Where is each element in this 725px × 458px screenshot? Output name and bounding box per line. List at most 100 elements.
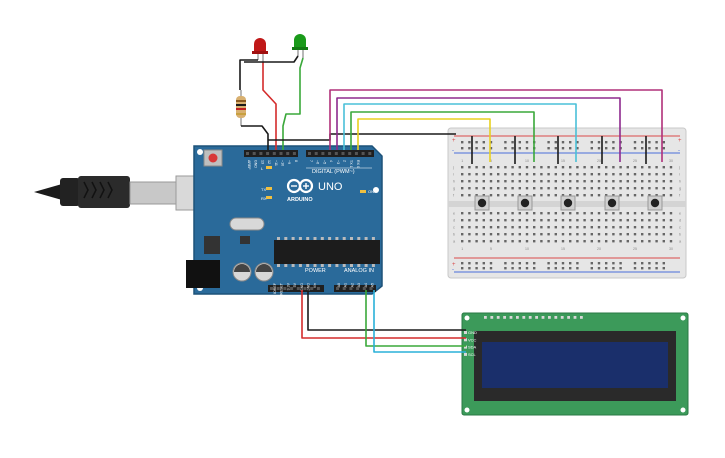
atmega-chip-pins (277, 237, 375, 267)
push-button-cap (607, 198, 617, 208)
terminal-hole (482, 166, 485, 169)
terminal-hole (511, 212, 514, 215)
terminal-hole (540, 194, 543, 197)
terminal-hole (518, 219, 521, 222)
led-green (292, 34, 308, 58)
terminal-hole (547, 219, 550, 222)
rail-hole (489, 141, 493, 144)
l-led-label: L (261, 166, 264, 171)
rail-hole (468, 262, 471, 265)
terminal-hole (605, 173, 608, 176)
terminal-hole (497, 173, 500, 176)
led-red-rim (252, 51, 268, 54)
header-hole (341, 152, 345, 155)
rail-hole (633, 267, 637, 270)
terminal-hole (633, 166, 637, 169)
terminal-hole (533, 173, 536, 176)
terminal-hole (504, 240, 507, 243)
terminal-hole (468, 194, 471, 197)
column-number-top: 30 (669, 159, 673, 163)
rail-hole (489, 147, 493, 150)
row-letter: j (678, 166, 680, 170)
rail-hole (468, 147, 471, 150)
terminal-hole (669, 173, 673, 176)
rail-hole (518, 147, 521, 150)
terminal-hole (583, 166, 586, 169)
column-number-bottom: 25 (633, 247, 637, 251)
terminal-hole (612, 180, 615, 183)
terminal-hole (641, 219, 644, 222)
rail-hole (504, 141, 507, 144)
column-number-top: 25 (633, 159, 637, 163)
rail-hole (648, 267, 651, 270)
rail-hole (511, 141, 514, 144)
lcd-top-pins (484, 316, 583, 319)
terminal-hole (489, 187, 493, 190)
terminal-hole (641, 240, 644, 243)
small-chip (240, 236, 250, 244)
terminal-hole (605, 180, 608, 183)
terminal-hole (641, 166, 644, 169)
rail-hole (612, 141, 615, 144)
rail-hole (662, 147, 665, 150)
lcd-header-pin (535, 316, 538, 319)
digital-pin-label: 2 (343, 160, 347, 162)
digital-header-left (244, 150, 298, 157)
terminal-hole (461, 187, 464, 190)
header-hole (296, 287, 300, 290)
terminal-hole (583, 194, 586, 197)
rail-hole (504, 147, 507, 150)
terminal-hole (590, 233, 593, 236)
terminal-hole (525, 226, 529, 229)
terminal-hole (489, 219, 493, 222)
lcd-side-pin (464, 345, 467, 349)
terminal-hole (511, 180, 514, 183)
terminal-hole (605, 166, 608, 169)
lcd-side-pin (464, 352, 467, 356)
led-red-dome (254, 38, 266, 52)
wire-purple-button4 (336, 97, 621, 162)
usb-cable-strain-relief (34, 184, 62, 200)
terminal-hole (518, 173, 521, 176)
terminal-hole (648, 194, 651, 197)
terminal-hole (533, 233, 536, 236)
terminal-hole (648, 180, 651, 183)
terminal-hole (504, 173, 507, 176)
row-letter: b (679, 233, 681, 237)
terminal-hole (641, 173, 644, 176)
terminal-hole (626, 166, 629, 169)
usb-plug-body (78, 176, 130, 208)
chip-pin (313, 237, 317, 240)
power-pin-label: 3.3V (286, 282, 290, 290)
terminal-hole (626, 187, 629, 190)
digital-pin-label: 12 (267, 160, 271, 164)
terminal-hole (576, 226, 579, 229)
terminal-hole (619, 212, 622, 215)
terminal-hole (561, 240, 565, 243)
lcd-header-pin (567, 316, 570, 319)
terminal-hole (533, 226, 536, 229)
analog-pin-label: A5 (371, 283, 375, 287)
analog-header (334, 285, 376, 292)
rail-hole (482, 267, 485, 270)
bottom-rail-plus-label: + (452, 262, 456, 268)
top-rail-minus-label-right: - (678, 148, 680, 154)
rail-hole (475, 267, 478, 270)
terminal-hole (554, 194, 557, 197)
terminal-hole (569, 173, 572, 176)
terminal-hole (482, 212, 485, 215)
terminal-hole (626, 212, 629, 215)
terminal-hole (633, 212, 637, 215)
terminal-hole (633, 226, 637, 229)
terminal-hole (554, 233, 557, 236)
lcd-header-pin (554, 316, 558, 319)
terminal-hole (669, 226, 673, 229)
terminal-hole (554, 212, 557, 215)
row-letter: e (453, 212, 455, 216)
top-rail-plus-label-right: + (678, 138, 682, 144)
terminal-hole (533, 187, 536, 190)
terminal-hole (497, 166, 500, 169)
rail-hole (569, 262, 572, 265)
terminal-hole (612, 219, 615, 222)
